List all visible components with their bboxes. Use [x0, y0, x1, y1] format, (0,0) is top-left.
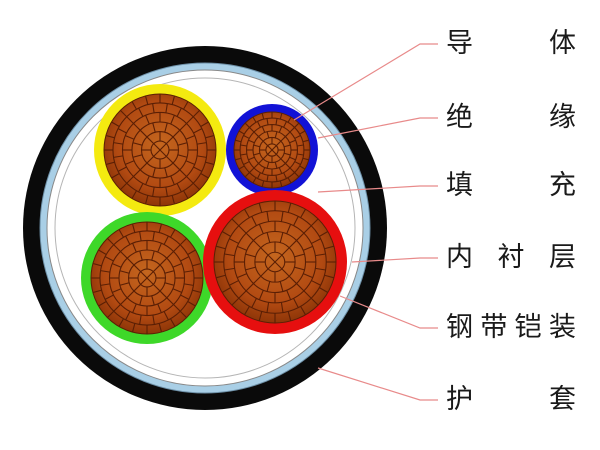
leader-lines [293, 43, 438, 401]
core-yellow [94, 84, 226, 216]
leader-line [317, 367, 438, 401]
component-label: 绝缘 [446, 102, 576, 133]
component-label: 护套 [446, 384, 576, 415]
conductor-cores [81, 84, 347, 344]
component-label: 内衬层 [446, 242, 576, 273]
core-red [203, 190, 347, 334]
component-label: 导体 [446, 28, 576, 59]
leader-line [293, 43, 438, 121]
strand-grid [214, 201, 336, 323]
leader-line [351, 257, 438, 263]
core-blue [226, 104, 318, 196]
core-green [81, 212, 213, 344]
leader-line [317, 185, 438, 193]
leader-line [317, 117, 438, 139]
leader-line [339, 295, 438, 329]
strand-grid [91, 222, 203, 334]
strand-grid [234, 112, 310, 188]
strand-grid [104, 94, 216, 206]
component-label: 钢带铠装 [446, 312, 576, 343]
component-label: 填充 [446, 170, 576, 201]
